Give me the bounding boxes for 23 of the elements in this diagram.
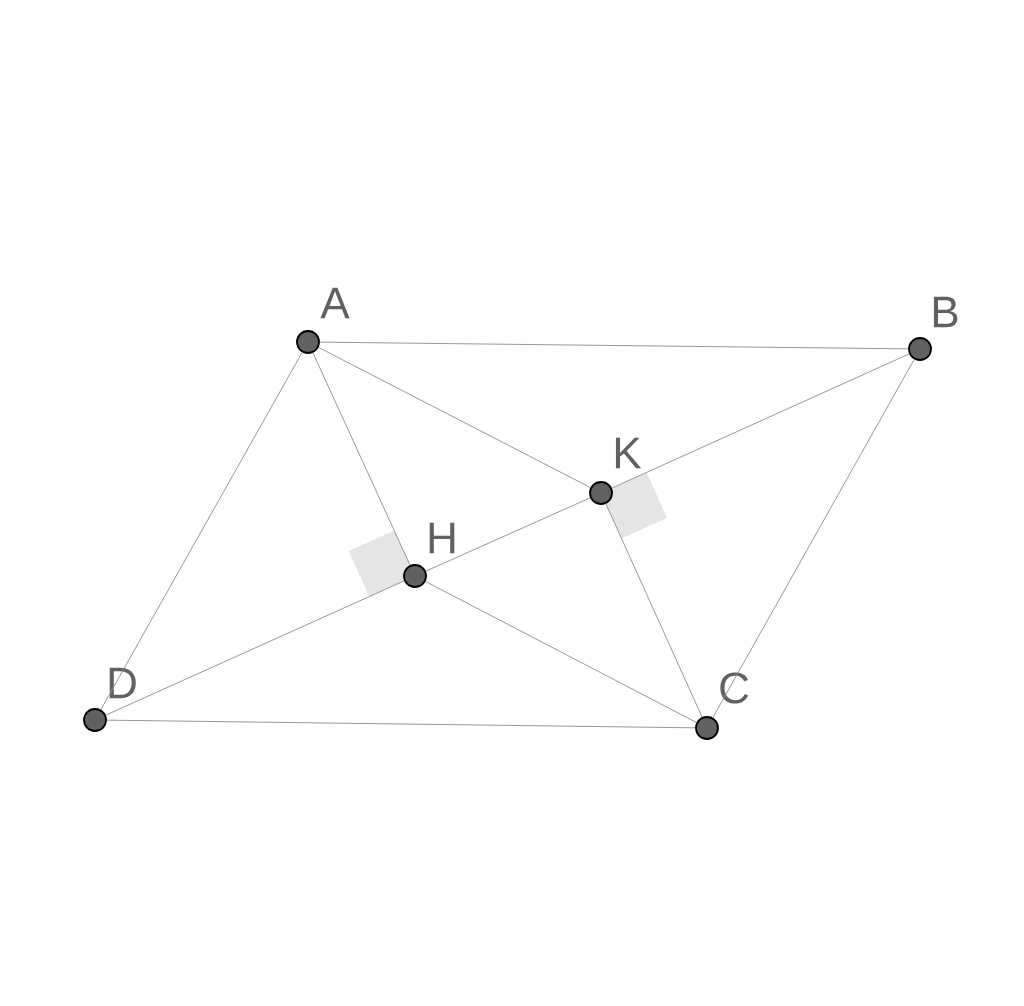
point: [589, 481, 613, 505]
point-label: A: [320, 287, 350, 319]
point-label: K: [615, 437, 642, 469]
point-label: H: [429, 522, 455, 554]
point: [83, 708, 107, 732]
line-segment: [100, 351, 303, 711]
line-segment: [318, 347, 591, 488]
point: [908, 337, 932, 361]
point: [296, 330, 320, 354]
line-segment: [611, 353, 910, 489]
line-segment: [105, 580, 405, 716]
line-segment: [425, 497, 591, 572]
line-segment: [312, 352, 411, 566]
line-segment: [425, 581, 697, 723]
point: [695, 716, 719, 740]
point-label: D: [109, 667, 136, 699]
point-label: B: [933, 296, 958, 328]
line-segment: [605, 503, 703, 718]
line-segment: [106, 719, 696, 729]
point-label: C: [720, 672, 749, 704]
line-segment: [319, 341, 909, 350]
line-segment: [712, 358, 915, 719]
point: [403, 564, 427, 588]
